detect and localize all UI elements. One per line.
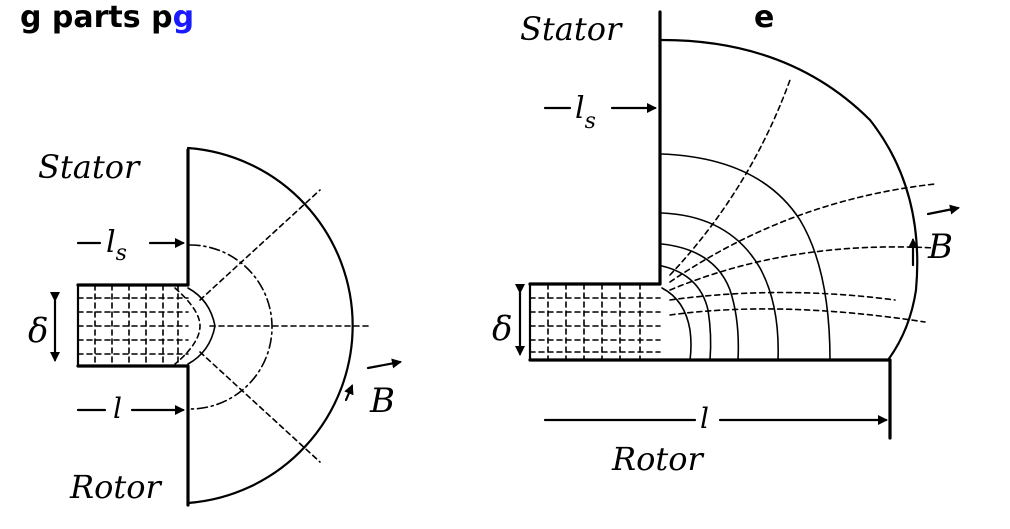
right-ls-label: ls [575,91,596,134]
cropped-title: g parts pg e [20,0,774,35]
right-field-line-3 [661,243,740,361]
right-iron-outline [528,10,892,440]
left-b-arrow [344,384,354,402]
left-diagram: δ ls l Stator Rotor B [28,146,402,507]
right-dashed-line-5 [669,308,926,323]
right-dashed-line-4 [669,291,896,301]
title-link[interactable]: g [173,0,194,35]
right-field-line-1 [661,153,831,361]
left-b-vector-arrow [366,358,402,370]
title-text-after: e [754,0,774,35]
left-stator-label: Stator [38,148,141,186]
right-field-line-2 [661,212,779,361]
right-field-line-5 [661,287,692,361]
left-l-label: l [113,392,122,425]
left-radial-line-3 [199,351,321,463]
right-stator-label: Stator [520,10,623,48]
left-gap-grid [77,284,189,367]
left-rotor-label: Rotor [69,468,162,506]
left-radial-line-1 [199,189,321,301]
right-dashed-line-1 [669,79,791,276]
left-b-label: B [369,381,395,421]
right-rotor-label: Rotor [611,440,704,478]
right-diagram: δ ls l Stator Rotor B [492,10,960,478]
left-iron-outline [76,148,190,507]
right-b-label: B [927,227,953,267]
right-b-vector-arrow [926,204,960,216]
left-ls-label: ls [106,225,127,266]
right-dashed-line-3 [669,246,936,291]
title-text-before: g parts p [20,0,173,35]
left-outer-field-line [186,146,354,505]
right-gap-grid [529,283,661,361]
right-l-label: l [700,402,709,435]
right-outer-field-line [660,38,919,362]
right-delta-label: δ [492,309,512,349]
right-field-line-4 [661,265,712,361]
left-delta-label: δ [28,311,48,351]
left-inner-field-line [189,244,273,410]
right-dashed-line-2 [669,183,936,283]
